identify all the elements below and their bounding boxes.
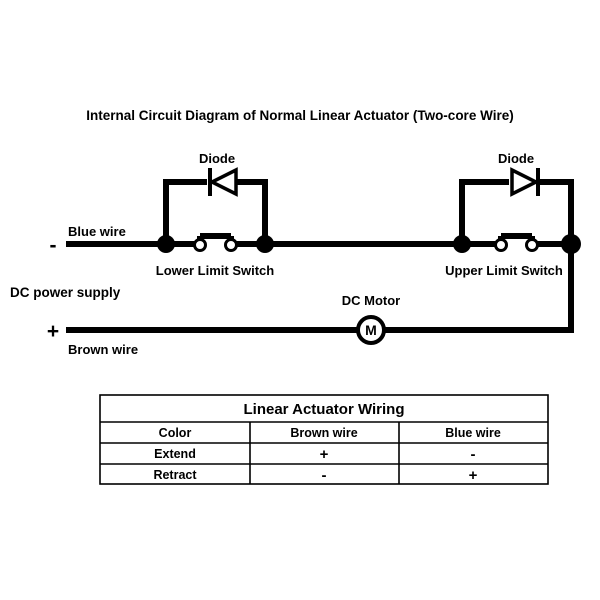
right-diode-triangle <box>510 167 540 197</box>
upper-switch-contact-left <box>494 238 508 252</box>
lower-switch-contact-left <box>193 238 207 252</box>
wiring-table-header-blue-wire: Blue wire <box>445 426 501 440</box>
wiring-table-row-retract-label: Retract <box>153 468 197 482</box>
wiring-table-border <box>99 394 549 485</box>
brown-wire-label: Brown wire <box>68 342 138 357</box>
diagram-title: Internal Circuit Diagram of Normal Linea… <box>86 108 513 123</box>
lower-limit-switch-label: Lower Limit Switch <box>156 263 275 278</box>
wiring-table-row-retract-brown: - <box>322 467 327 484</box>
lower-switch-contact-right <box>224 238 238 252</box>
wiring-table-header-color: Color <box>159 426 192 440</box>
dc-motor-symbol-circle <box>356 315 386 345</box>
wiring-table-row-extend-label: Extend <box>154 447 196 461</box>
positive-terminal-sign: + <box>47 320 59 343</box>
upper-limit-switch-label: Upper Limit Switch <box>445 263 563 278</box>
wiring-table-header-brown-wire: Brown wire <box>290 426 357 440</box>
dc-power-supply-label: DC power supply <box>10 285 121 300</box>
dc-motor-symbol-letter: M <box>365 322 377 338</box>
dc-motor-label: DC Motor <box>342 293 401 308</box>
wiring-table-row-extend-blue: - <box>471 446 476 463</box>
negative-terminal-sign: - <box>50 234 57 257</box>
right-diode-label: Diode <box>498 151 534 166</box>
wiring-table-row-extend-brown: + <box>320 446 329 463</box>
left-diode-label: Diode <box>199 151 235 166</box>
upper-switch-contact-right <box>525 238 539 252</box>
wiring-table-title: Linear Actuator Wiring <box>244 401 405 418</box>
wiring-table-row-retract-blue: + <box>469 467 478 484</box>
left-diode-triangle <box>208 167 238 197</box>
blue-wire-label: Blue wire <box>68 224 126 239</box>
